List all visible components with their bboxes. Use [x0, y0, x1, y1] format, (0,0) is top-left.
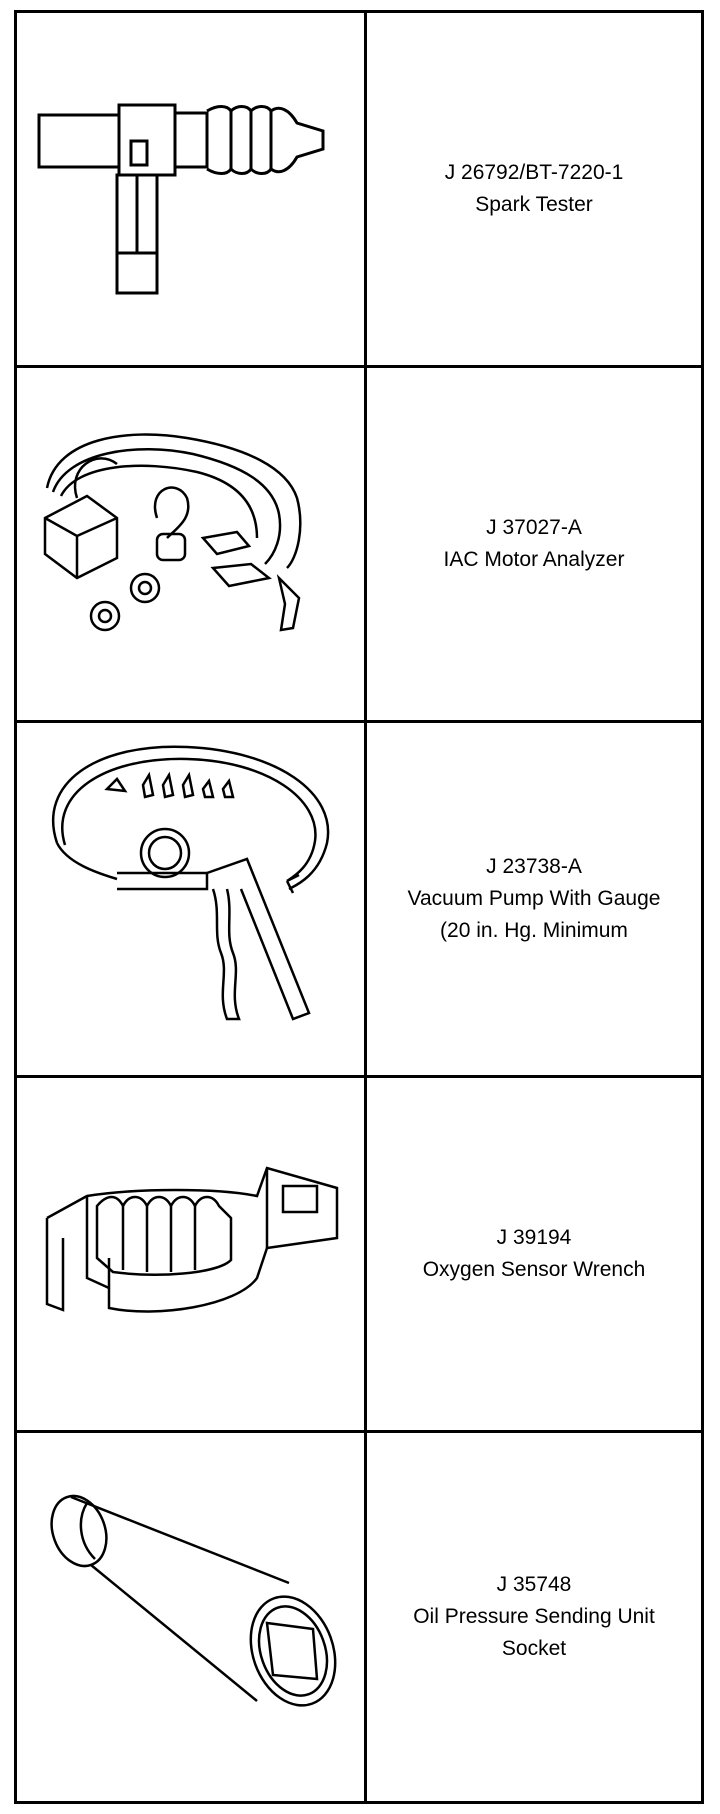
tool-illustration	[17, 13, 367, 365]
tool-description: IAC Motor Analyzer	[443, 548, 625, 571]
spark-tester-icon	[37, 103, 325, 295]
tool-part-number: J 26792/BT-7220-1	[444, 161, 624, 184]
row-divider	[17, 1430, 701, 1433]
tool-description: Oxygen Sensor Wrench	[422, 1258, 646, 1281]
tool-row-vacuum-pump: J 23738-A Vacuum Pump With Gauge (20 in.…	[17, 723, 701, 1075]
iac-motor-analyzer-icon	[43, 433, 302, 632]
tool-part-number: J 39194	[496, 1226, 572, 1249]
tool-row-oil-pressure-socket: J 35748 Oil Pressure Sending Unit Socket	[17, 1433, 701, 1801]
oil-pressure-socket-icon	[50, 1494, 337, 1707]
tool-label: J 39194 Oxygen Sensor Wrench	[367, 1078, 701, 1430]
tool-description: Spark Tester	[475, 193, 593, 216]
oxygen-sensor-wrench-icon	[45, 1166, 339, 1313]
tool-illustration	[17, 368, 367, 720]
tool-description: Oil Pressure Sending Unit	[413, 1605, 655, 1628]
tool-description: Vacuum Pump With Gauge	[407, 887, 661, 910]
row-divider	[17, 365, 701, 368]
tool-label: J 37027-A IAC Motor Analyzer	[367, 368, 701, 720]
tool-illustration	[17, 1433, 367, 1801]
tool-part-number: J 23738-A	[486, 855, 582, 878]
tool-row-spark-tester: J 26792/BT-7220-1 Spark Tester	[17, 13, 701, 365]
tool-part-number: J 37027-A	[486, 516, 582, 539]
tool-row-oxygen-sensor-wrench: J 39194 Oxygen Sensor Wrench	[17, 1078, 701, 1430]
tool-illustration	[17, 1078, 367, 1430]
row-divider	[17, 1075, 701, 1078]
tool-description-line-2: Socket	[501, 1637, 567, 1660]
row-divider	[17, 720, 701, 723]
tool-label: J 23738-A Vacuum Pump With Gauge (20 in.…	[367, 723, 701, 1075]
tool-description-line-2: (20 in. Hg. Minimum	[440, 919, 628, 942]
tool-illustration	[17, 723, 367, 1075]
tool-part-number: J 35748	[496, 1573, 572, 1596]
tool-label: J 35748 Oil Pressure Sending Unit Socket	[367, 1433, 701, 1801]
tool-label: J 26792/BT-7220-1 Spark Tester	[367, 13, 701, 365]
tool-row-iac-motor-analyzer: J 37027-A IAC Motor Analyzer	[17, 368, 701, 720]
special-tools-table: J 26792/BT-7220-1 Spark Tester	[14, 10, 704, 1804]
vacuum-pump-icon	[51, 745, 330, 1021]
